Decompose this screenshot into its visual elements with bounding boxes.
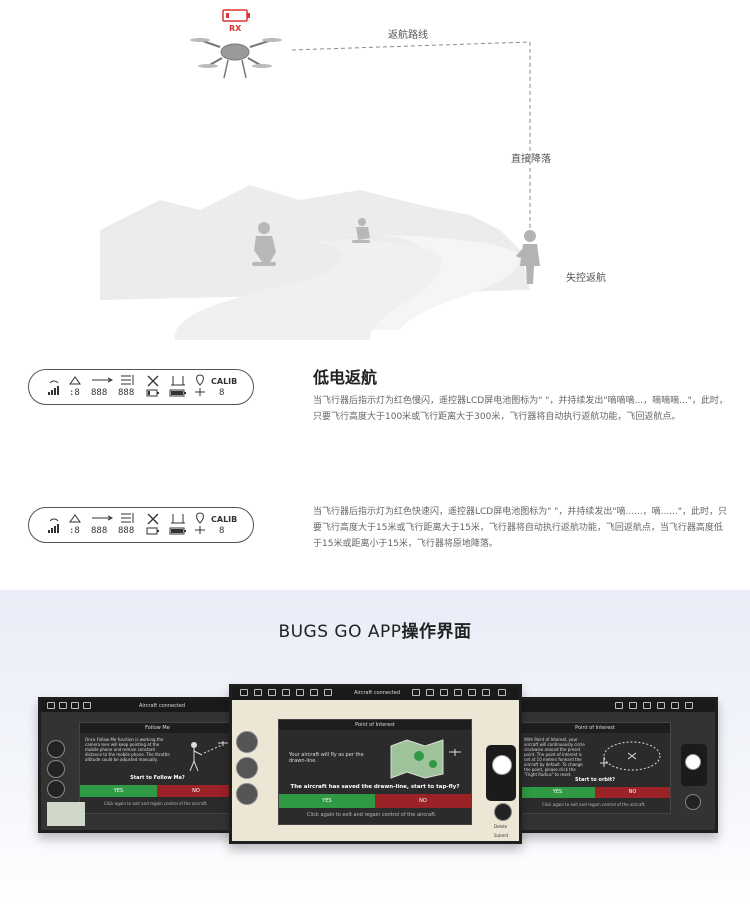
exit-hint: Click again to exit and regain control o…	[542, 802, 646, 807]
location-icon	[195, 512, 205, 534]
skater-figure-small	[352, 218, 370, 243]
aircraft-battery-icon	[146, 513, 159, 535]
signal-loss-return-label: 失控返航	[566, 273, 606, 284]
shutter-button[interactable]	[492, 755, 512, 775]
altitude-readout: 888	[118, 526, 135, 536]
calib-label: CALIB	[211, 515, 238, 524]
no-button[interactable]: NO	[157, 785, 235, 797]
mode-button[interactable]	[47, 740, 65, 758]
dialog-title: Point of Interest	[279, 720, 471, 730]
map-route-icon	[390, 739, 461, 779]
aircraft-battery-icon	[146, 375, 159, 397]
mode-button[interactable]	[47, 760, 65, 778]
follow-me-dialog: Follow Me Once Follow Me function is wor…	[79, 722, 236, 814]
mode-button[interactable]	[236, 783, 258, 805]
distance-icon	[92, 515, 113, 521]
dialog-title: Follow Me	[80, 723, 235, 733]
remote-lcd-panel: :8 888 888 CALIB 8	[28, 369, 254, 405]
location-icon	[195, 374, 205, 396]
ground-path-2	[174, 240, 442, 340]
mode-button[interactable]	[685, 794, 701, 810]
status-text: Aircraft connected	[354, 690, 401, 696]
orbit-screen: Point of Interest With Point of Interest…	[512, 697, 718, 833]
yes-button[interactable]: YES	[80, 785, 157, 797]
low-battery-title: 低电返航	[313, 368, 378, 387]
signal-icon	[48, 380, 59, 395]
calib-label: CALIB	[211, 377, 238, 386]
app-section-title: BUGS GO APP操作界面	[0, 617, 750, 642]
dialog-body: Once Follow Me function is working the c…	[85, 737, 170, 762]
status-text: Aircraft connected	[139, 703, 186, 709]
dialog-body: With Point of Interest, your aircraft wi…	[524, 737, 585, 777]
pilot-figure	[516, 230, 540, 284]
distance-readout: 888	[91, 388, 108, 398]
altitude-readout: 888	[118, 388, 135, 398]
no-button[interactable]: NO	[595, 787, 670, 798]
yes-button[interactable]: YES	[279, 794, 375, 808]
calib-digit: 8	[219, 388, 225, 398]
follow-me-icon	[189, 741, 228, 772]
dialog-body: Your aircraft will fly as per the drawn-…	[289, 752, 364, 764]
orbit-dialog: Point of Interest With Point of Interest…	[519, 722, 671, 814]
app-title-latin: BUGS GO APP	[278, 622, 402, 642]
shutter-button[interactable]	[685, 754, 701, 770]
return-route-line	[291, 41, 531, 240]
low-battery-paragraph-2: 当飞行器后指示灯为红色快速闪，遥控器LCD屏电池图标为" "，并持续发出"嘀..…	[313, 507, 727, 549]
direct-landing-label: 直接降落	[511, 154, 551, 165]
mode-button[interactable]	[494, 803, 512, 821]
delete-button[interactable]: Delete	[494, 824, 508, 829]
dialog-question: Start to Follow Me?	[130, 775, 185, 781]
calib-digit: 8	[219, 526, 225, 536]
dialog-title: Point of Interest	[520, 723, 670, 733]
battery-low-icon	[222, 9, 250, 22]
skater-figure-large	[252, 222, 276, 266]
submit-button[interactable]: Submit	[494, 833, 509, 838]
mode-button[interactable]	[47, 780, 65, 798]
remote-lcd-panel-2: :8 888 888 CALIB 8	[28, 507, 254, 543]
tap-fly-dialog: Point of Interest Your aircraft will fly…	[278, 719, 472, 825]
distance-icon	[92, 377, 113, 383]
satellite-count: :8	[69, 388, 80, 398]
battery-badge: RX	[229, 24, 242, 33]
follow-me-screen: Aircraft connected Follow Me Once Follow…	[38, 697, 246, 833]
map-thumbnail[interactable]	[47, 802, 85, 826]
satellite-count: :8	[69, 526, 80, 536]
dialog-question: Start to orbit?	[574, 777, 615, 783]
distance-readout: 888	[91, 526, 108, 536]
tap-fly-screen: Aircraft connected Point of Interest You…	[229, 684, 522, 844]
satellite-icon	[69, 514, 81, 523]
status-bar: Aircraft connected	[232, 687, 519, 700]
remote-battery-icon	[169, 514, 186, 535]
mode-button[interactable]	[236, 757, 258, 779]
status-bar	[515, 700, 715, 712]
return-route-label: 返航路线	[388, 30, 428, 41]
remote-battery-icon	[169, 376, 186, 397]
low-battery-paragraph-1: 当飞行器后指示灯为红色慢闪，遥控器LCD屏电池图标为" "，并持续发出"嘀嘀嘀.…	[313, 396, 728, 422]
signal-icon	[48, 518, 59, 533]
yes-button[interactable]: YES	[520, 787, 595, 798]
return-home-illustration	[100, 9, 540, 340]
no-button[interactable]: NO	[375, 794, 471, 808]
exit-hint: Click again to exit and regain control o…	[104, 801, 208, 806]
mode-button[interactable]	[236, 731, 258, 753]
altitude-icon	[121, 375, 134, 385]
dialog-question: The aircraft has saved the drawn-line, s…	[290, 784, 460, 790]
exit-hint: Click again to exit and regain control o…	[307, 812, 437, 818]
orbit-icon	[600, 741, 661, 771]
app-title-cjk: 操作界面	[401, 622, 472, 642]
drone-icon	[190, 38, 282, 79]
satellite-icon	[69, 376, 81, 385]
status-bar: Aircraft connected	[41, 700, 243, 712]
altitude-icon	[121, 513, 134, 523]
